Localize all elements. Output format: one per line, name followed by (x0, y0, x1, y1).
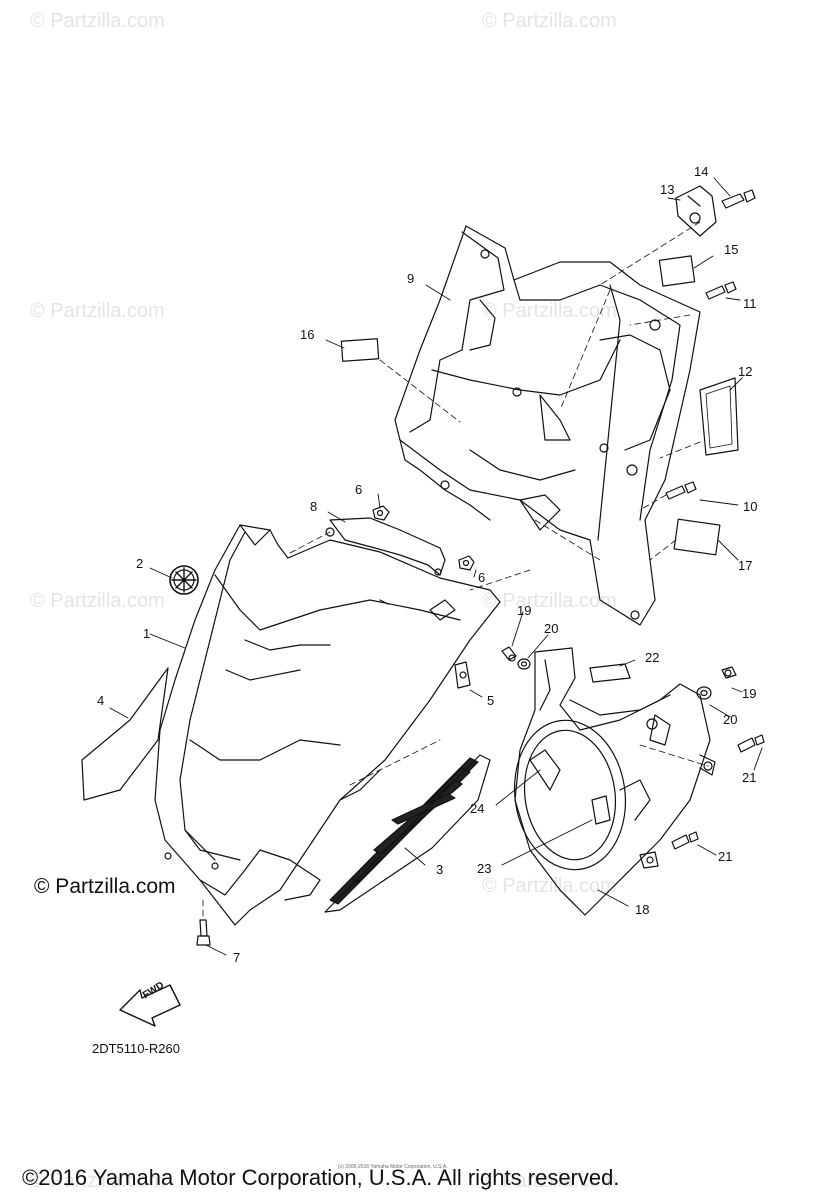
watermark: © Partzilla.com (482, 875, 617, 897)
watermark: © Partzilla.com (482, 1170, 617, 1192)
screw-part (705, 281, 737, 300)
callout-label: 20 (723, 712, 738, 727)
callout-label: 19 (742, 686, 757, 701)
watermark: © Partzilla.com (30, 1170, 165, 1192)
forward-arrow-icon (119, 984, 181, 1027)
callout-label: 14 (694, 164, 709, 179)
screw-part (671, 831, 699, 850)
callout-label: 21 (718, 849, 733, 864)
callout-label: 2 (136, 556, 144, 571)
watermark: © Partzilla.com (482, 300, 617, 322)
callout-label: 18 (635, 902, 650, 917)
headlight-housing-part (513, 647, 716, 916)
callout-label: 16 (300, 327, 315, 342)
washer-part (696, 686, 712, 700)
watermark: © Partzilla.com (30, 300, 165, 322)
callout-label: 15 (724, 242, 739, 257)
callout-label: 20 (544, 621, 559, 636)
screw-part (665, 481, 697, 500)
clip-part (454, 661, 471, 689)
emblem-part (169, 565, 199, 595)
watermark: © Partzilla.com (30, 590, 165, 612)
callout-label: 6 (478, 570, 486, 585)
callout-label: 12 (738, 364, 753, 379)
watermark: © Partzilla.com (30, 10, 165, 32)
callout-label: 23 (477, 861, 492, 876)
seal-part (699, 377, 739, 456)
label-sticker-part (340, 338, 380, 362)
inner-panel-part (394, 225, 701, 626)
callout-label: 5 (487, 693, 495, 708)
diagram-code: 2DT5110-R260 (92, 1041, 180, 1056)
screw-part (501, 646, 517, 662)
callout-label: 3 (436, 862, 444, 877)
screw-part (721, 666, 737, 679)
callout-label: 17 (738, 558, 753, 573)
callout-label: 24 (470, 801, 485, 816)
stay-part (325, 517, 446, 576)
copyright-notice: ©2016 Yamaha Motor Corporation, U.S.A. A… (22, 1165, 620, 1190)
callout-label: 22 (645, 650, 660, 665)
callout-label: 4 (97, 693, 105, 708)
callout-label: 19 (517, 603, 532, 618)
callout-label: 21 (742, 770, 757, 785)
callout-label: 1 (143, 626, 151, 641)
stripe-decal-part (324, 754, 491, 913)
rubber-strip-part (589, 663, 631, 683)
side-decal-part (81, 667, 169, 801)
washer-part (517, 658, 531, 670)
copyright-small: (c) 2005-2016 Yamaha Motor Corporation, … (338, 1164, 448, 1170)
label-sticker-part (673, 518, 721, 556)
label-sticker-part (658, 255, 696, 287)
front-cover-part (154, 524, 501, 926)
callout-label: 10 (743, 499, 758, 514)
screw-part (737, 734, 765, 753)
callout-label: 13 (660, 182, 675, 197)
screw-part (196, 919, 211, 946)
callout-label: 7 (233, 950, 241, 965)
watermark: © Partzilla.com (34, 875, 176, 898)
callout-label: 6 (355, 482, 363, 497)
callout-label: 11 (743, 296, 757, 311)
nut-part (372, 505, 390, 521)
callout-label: 8 (310, 499, 318, 514)
nut-part (458, 555, 475, 571)
watermark: © Partzilla.com (482, 590, 617, 612)
clip-part (675, 185, 717, 237)
watermark: © Partzilla.com (482, 10, 617, 32)
callout-label: 9 (407, 271, 415, 286)
bolt-part (721, 189, 756, 209)
